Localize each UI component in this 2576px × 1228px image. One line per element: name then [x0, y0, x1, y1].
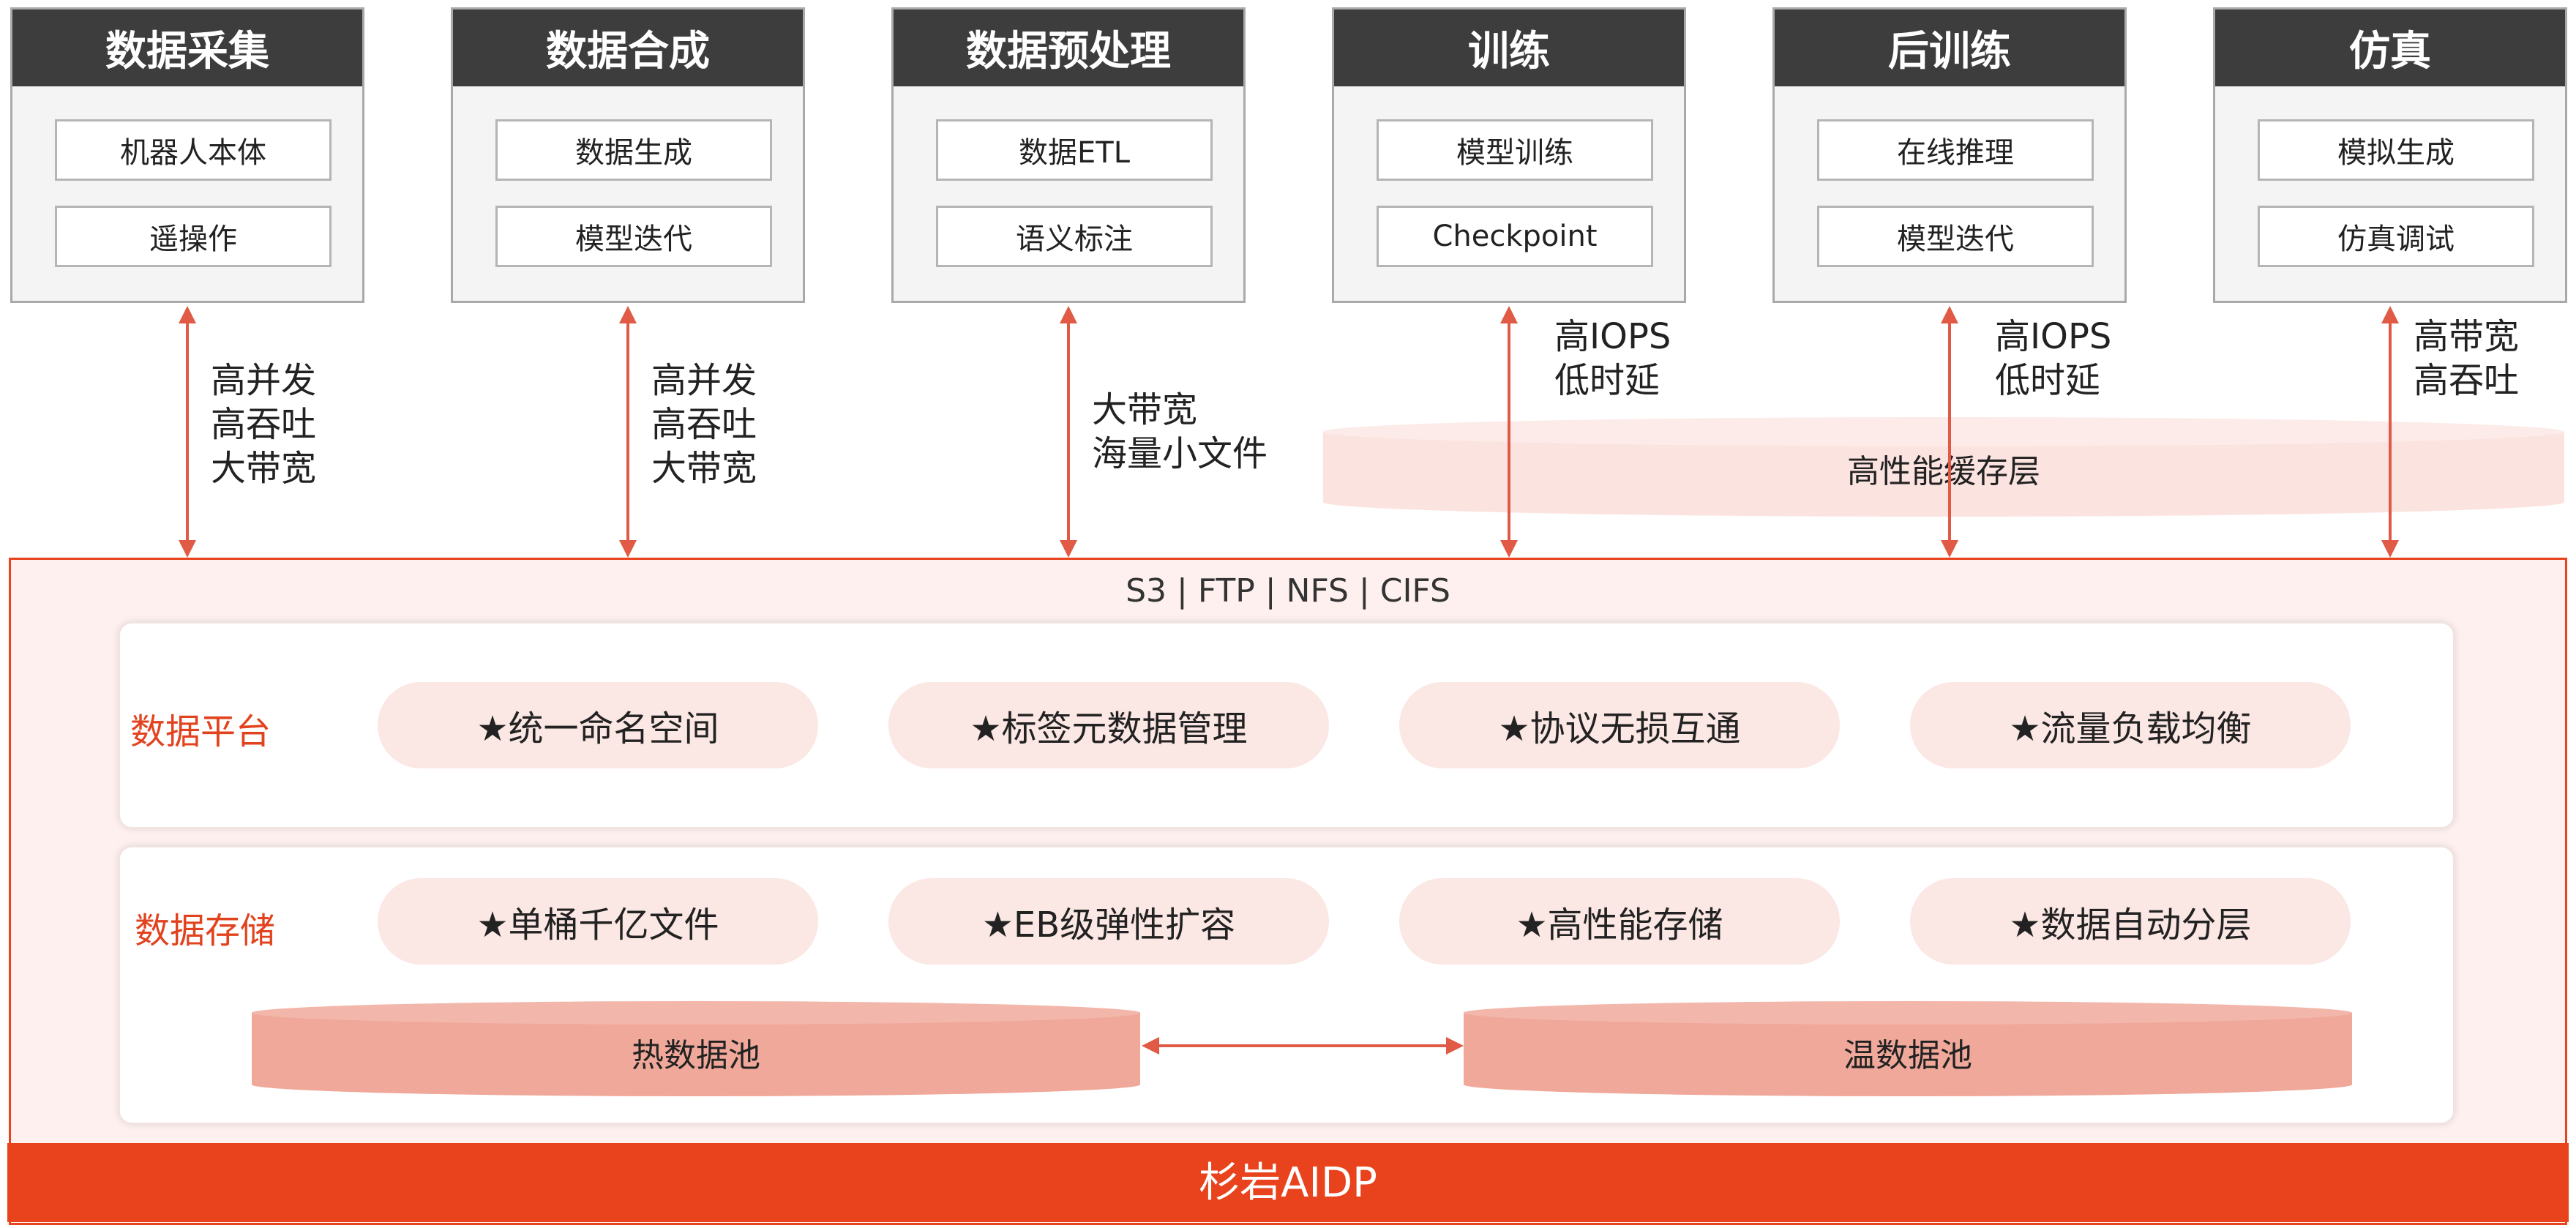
stage-requirement: 高吞吐: [211, 404, 317, 445]
hot-pool-label: 热数据池: [632, 1037, 760, 1074]
stage-data-collection: 数据采集机器人本体遥操作: [10, 7, 364, 303]
cache-layer-bottom: [1323, 487, 2564, 517]
stage-title: 数据预处理: [894, 10, 1243, 86]
stage-item: 模型迭代: [1817, 206, 2094, 267]
stage-item: 模型迭代: [495, 206, 772, 267]
stage-requirement: 高IOPS: [1554, 316, 1671, 357]
feature-pill: ★单桶千亿文件: [378, 878, 818, 965]
stage-title: 后训练: [1775, 10, 2124, 86]
tiering-arrow: [1142, 1035, 1464, 1057]
stage-item: 遥操作: [55, 206, 332, 267]
hot-pool-bottom: [252, 1073, 1140, 1096]
stage-requirement: 大带宽: [211, 448, 317, 489]
tiering-arrow-right-head: [1446, 1037, 1464, 1055]
warm-pool-top: [1464, 1001, 2352, 1025]
flow-arrow-down-head: [179, 540, 196, 558]
flow-arrow-down-head: [1060, 540, 1077, 558]
stage-item: 模拟生成: [2258, 119, 2534, 181]
stage-requirement: 低时延: [1995, 360, 2101, 401]
stage-training: 训练模型训练 Checkpoint: [1332, 7, 1686, 303]
flow-arrow-shaft: [1948, 322, 1951, 542]
stage-requirement: 大带宽: [651, 448, 757, 489]
hot-pool-body: [252, 1013, 1140, 1085]
flow-arrow-shaft: [626, 322, 629, 542]
data-platform-label: 数据平台: [130, 711, 272, 752]
hot-data-pool: 热数据池: [252, 1001, 1140, 1096]
stage-title: 数据合成: [453, 10, 803, 86]
tiering-arrow-left-head: [1142, 1037, 1159, 1055]
aidp-footer-bar: [7, 1143, 2569, 1222]
cache-layer-label: 高性能缓存层: [1847, 453, 2040, 490]
flow-arrow-down-head: [1500, 540, 1518, 558]
flow-arrow-down-head: [2381, 540, 2399, 558]
flow-arrow-shaft: [186, 322, 189, 542]
feature-pill: ★数据自动分层: [1910, 878, 2351, 965]
stage-requirement: 高并发: [651, 360, 757, 401]
stage-title: 仿真: [2215, 10, 2565, 86]
flow-arrow-shaft: [1508, 322, 1510, 542]
stage-item: 机器人本体: [55, 119, 332, 181]
feature-pill: ★协议无损互通: [1399, 682, 1840, 768]
flow-arrow-down-head: [619, 540, 637, 558]
stage-requirement: 海量小文件: [1092, 433, 1268, 474]
stage-post-training: 后训练在线推理模型迭代: [1772, 7, 2127, 303]
warm-pool-label: 温数据池: [1843, 1037, 1972, 1074]
feature-pill: ★高性能存储: [1399, 878, 1840, 965]
flow-arrow-shaft: [1067, 322, 1070, 542]
flow-arrow-shaft: [2389, 322, 2392, 542]
stage-simulation: 仿真模拟生成仿真调试: [2213, 7, 2567, 303]
stage-requirement: 高吞吐: [2414, 360, 2520, 401]
flow-arrow-up-head: [1500, 306, 1518, 323]
protocols-line: S3 | FTP | NFS | CIFS: [1126, 572, 1450, 610]
feature-pill: ★EB级弹性扩容: [888, 878, 1329, 965]
flow-arrow-down-head: [1941, 540, 1958, 558]
stage-item: 数据生成: [495, 119, 772, 181]
cache-layer-top: [1323, 417, 2564, 446]
warm-pool-body: [1464, 1013, 2352, 1085]
stage-item: 语义标注: [936, 206, 1213, 267]
stage-title: 训练: [1334, 10, 1684, 86]
data-storage-label: 数据存储: [135, 910, 276, 951]
hot-pool-top: [252, 1001, 1140, 1025]
flow-arrow-up-head: [1060, 306, 1077, 323]
warm-data-pool: 温数据池: [1464, 1001, 2352, 1096]
tiering-arrow-line: [1156, 1044, 1449, 1047]
stage-data-preprocessing: 数据预处理数据ETL 语义标注: [891, 7, 1246, 303]
flow-arrow-up-head: [2381, 306, 2399, 323]
aidp-footer-title: 杉岩AIDP: [1199, 1159, 1377, 1207]
stage-requirement: 高并发: [211, 360, 317, 401]
feature-pill: ★标签元数据管理: [888, 682, 1329, 768]
stage-requirement: 低时延: [1554, 360, 1660, 401]
stage-title: 数据采集: [12, 10, 362, 86]
stage-requirement: 高吞吐: [651, 404, 757, 445]
stage-data-synthesis: 数据合成数据生成模型迭代: [451, 7, 805, 303]
stage-item: 模型训练: [1377, 119, 1653, 181]
stage-requirement: 高带宽: [2414, 316, 2520, 357]
stage-item: 仿真调试: [2258, 206, 2534, 267]
stage-item: 在线推理: [1817, 119, 2094, 181]
flow-arrow-up-head: [179, 306, 196, 323]
feature-pill: ★统一命名空间: [378, 682, 818, 768]
stage-item: 数据ETL: [936, 119, 1213, 181]
flow-arrow-up-head: [1941, 306, 1958, 323]
flow-arrow-up-head: [619, 306, 637, 323]
feature-pill: ★流量负载均衡: [1910, 682, 2351, 768]
warm-pool-bottom: [1464, 1073, 2352, 1096]
cache-layer: 高性能缓存层: [1323, 417, 2564, 517]
stage-requirement: 大带宽: [1092, 389, 1198, 430]
stage-item: Checkpoint: [1377, 206, 1653, 267]
stage-requirement: 高IOPS: [1995, 316, 2112, 357]
